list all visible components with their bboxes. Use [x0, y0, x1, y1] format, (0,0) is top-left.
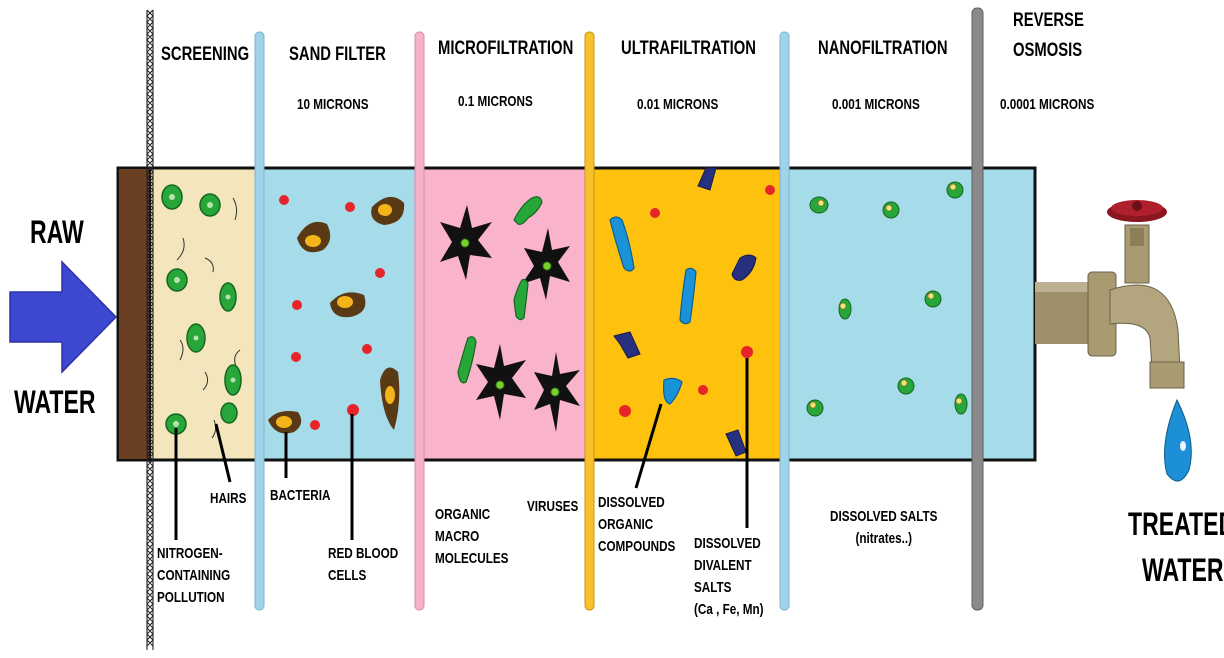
- label-red-blood-cells: RED BLOOD CELLS: [328, 543, 398, 587]
- label-hairs: HAIRS: [210, 488, 246, 510]
- stage-title-nanofiltration: NANOFILTRATION: [818, 38, 948, 60]
- label-dissolved-organic: DISSOLVED ORGANIC COMPOUNDS: [598, 492, 675, 558]
- water-drop-icon: [1165, 400, 1192, 481]
- label-bacteria: BACTERIA: [270, 485, 330, 507]
- stage-size-ultrafiltration: 0.01 MICRONS: [637, 96, 718, 113]
- label-dissolved-salts: DISSOLVED SALTS (nitrates..): [830, 506, 937, 550]
- nanofiltration-membrane: [780, 32, 789, 610]
- microfiltration-zone: [420, 168, 590, 460]
- reverse-osmosis-membrane: [972, 8, 983, 610]
- label-nitrogen: NITROGEN- CONTAINING POLLUTION: [157, 543, 230, 609]
- label-organic-macro: ORGANIC MACRO MOLECULES: [435, 504, 508, 570]
- stage-size-sand-filter: 10 MICRONS: [297, 96, 369, 113]
- raw-water-label-top: RAW: [30, 214, 84, 251]
- stage-size-nanofiltration: 0.001 MICRONS: [832, 96, 920, 113]
- stage-title-sand-filter: SAND FILTER: [289, 44, 386, 66]
- faucet-icon: [1035, 200, 1184, 388]
- ultrafiltration-membrane: [585, 32, 594, 610]
- microfiltration-membrane: [415, 32, 424, 610]
- inlet-plate: [118, 168, 150, 460]
- treated-water-label-top: TREATED: [1128, 506, 1224, 543]
- stage-title-screening: SCREENING: [161, 44, 249, 66]
- stage-title-ultrafiltration: ULTRAFILTRATION: [621, 38, 756, 60]
- raw-water-label-bottom: WATER: [14, 384, 95, 421]
- sand-filter-membrane: [255, 32, 264, 610]
- stage-size-reverse-osmosis: 0.0001 MICRONS: [1000, 96, 1094, 113]
- stage-title-microfiltration: MICROFILTRATION: [438, 38, 573, 60]
- right-arrow-icon: [10, 262, 116, 372]
- label-divalent-salts: DISSOLVED DIVALENT SALTS (Ca , Fe, Mn): [694, 533, 764, 621]
- treated-water-label-bottom: WATER: [1142, 552, 1223, 589]
- stage-title-reverse-osmosis: REVERSE OSMOSIS: [1013, 6, 1084, 66]
- stage-size-microfiltration: 0.1 MICRONS: [458, 93, 533, 110]
- label-viruses: VIRUSES: [527, 496, 578, 518]
